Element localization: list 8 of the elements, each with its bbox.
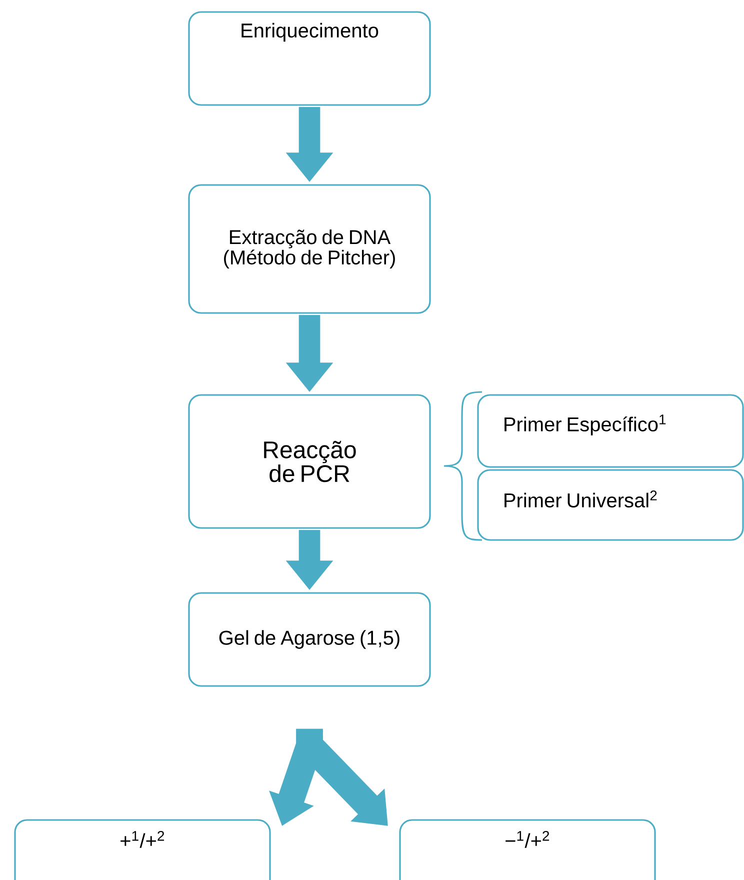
process-box: Gel de Agarose (1,5): [188, 592, 431, 687]
process-box: Primer Específico$^{1}$: [477, 394, 744, 468]
process-box: −$^{1}$/+$^{2}$: [399, 819, 656, 880]
process-box: Reacção de PCR: [188, 394, 431, 529]
process-box: Extracção de DNA (Método de Pitcher): [188, 184, 431, 314]
process-box: Enriquecimento: [188, 11, 431, 106]
process-box: +$^{1}$/+$^{2}$: [14, 819, 271, 880]
process-box: Primer Universal$^{2}$: [477, 469, 744, 541]
